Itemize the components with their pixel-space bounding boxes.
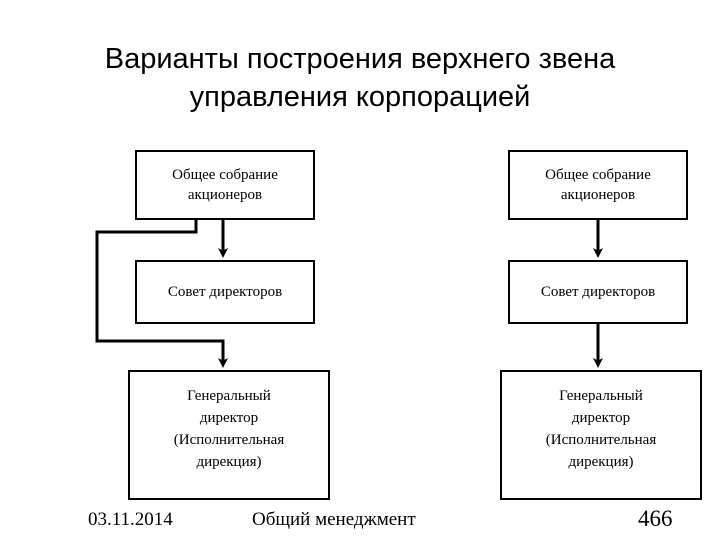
node-label: Общее собрание акционеров xyxy=(545,167,651,203)
page-title: Варианты построения верхнего звена управ… xyxy=(104,43,616,113)
node-left-board-of-directors[interactable]: Совет директоров xyxy=(135,260,315,324)
footer-page-number: 466 xyxy=(638,506,673,531)
connector-left-assembly-to-director xyxy=(95,218,228,368)
node-right-shareholders-meeting[interactable]: Общее собрание акционеров xyxy=(508,150,688,220)
node-label: Генеральный директор (Исполнительная дир… xyxy=(173,388,285,470)
node-right-board-of-directors[interactable]: Совет директоров xyxy=(508,260,688,324)
node-label: Совет директоров xyxy=(540,284,656,300)
node-label: Общее собрание акционеров xyxy=(172,167,278,203)
node-left-general-director[interactable]: Генеральный директор (Исполнительная дир… xyxy=(128,370,330,500)
node-right-general-director[interactable]: Генеральный директор (Исполнительная дир… xyxy=(500,370,702,500)
node-left-shareholders-meeting[interactable]: Общее собрание акционеров xyxy=(135,150,315,220)
node-label: Совет директоров xyxy=(167,284,283,300)
footer-course-title: Общий менеджмент xyxy=(252,509,416,530)
footer-date: 03.11.2014 xyxy=(88,509,173,530)
node-label: Генеральный директор (Исполнительная дир… xyxy=(545,388,657,470)
